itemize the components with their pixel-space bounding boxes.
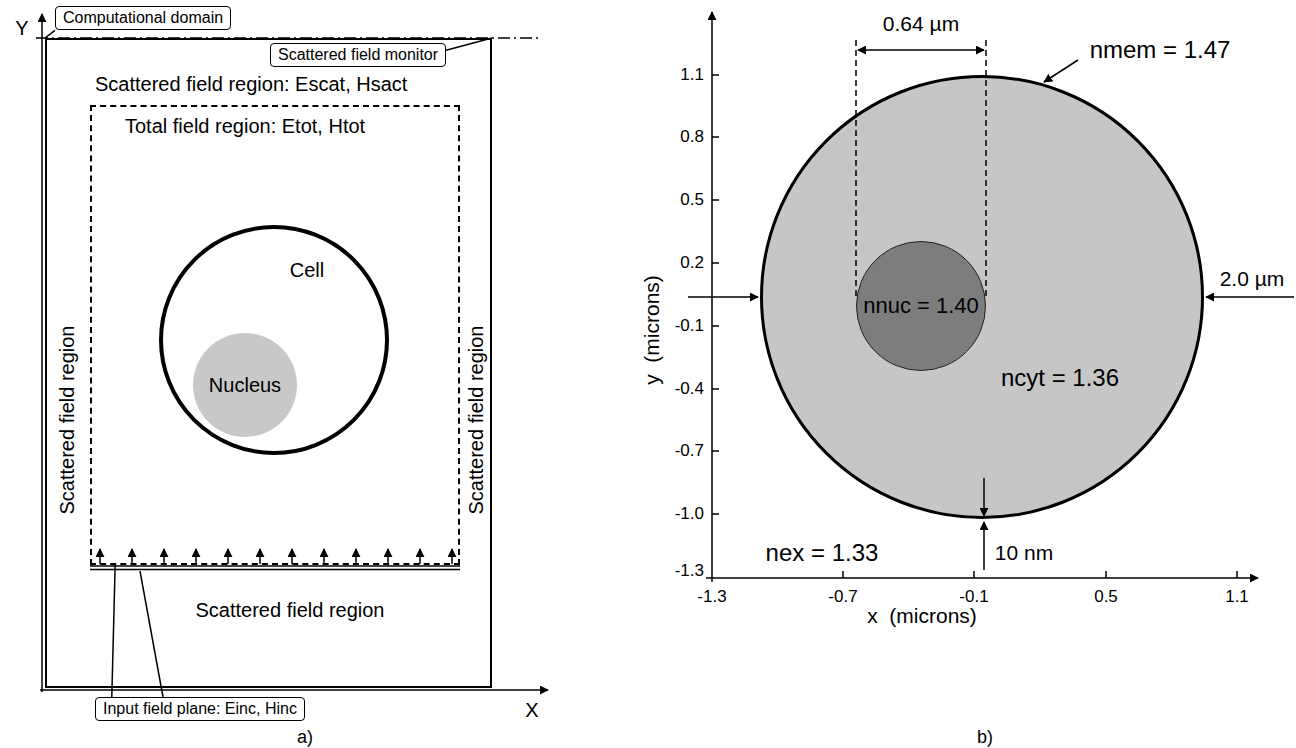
region-label: Scattered field region: Escat, Hsact: [95, 73, 407, 96]
index-label: ncyt = 1.36: [1001, 364, 1119, 392]
input-plane: [99, 549, 101, 564]
input-plane: [419, 549, 421, 564]
axis-b: [712, 325, 719, 327]
cell-circle: ncyt = 1.36 nnuc = 1.40: [760, 75, 1204, 519]
callout-text: Computational domain: [63, 9, 223, 27]
dimension-label: 2.0 µm: [1220, 267, 1285, 291]
axis-b: [712, 450, 719, 452]
axis-a: [41, 14, 43, 692]
callout-text: Input field plane: Einc, Hinc: [103, 700, 297, 718]
dimension-lines: [1044, 60, 1078, 82]
input-plane: [227, 549, 229, 564]
axis-a: [40, 14, 548, 692]
domain-box: Scattered field region: Escat, HsactScat…: [45, 38, 492, 688]
nucleus-circle-outline: [193, 333, 297, 437]
dimension-lines: [985, 40, 987, 300]
axis-b: [712, 388, 719, 390]
callout-box: Input field plane: Einc, Hinc: [95, 697, 305, 721]
axis-b: [706, 577, 1258, 579]
tick-label: 0.5: [1094, 587, 1118, 607]
axis-b: [712, 262, 719, 264]
tick-label: -0.1: [675, 316, 704, 336]
index-label: nnuc = 1.40: [863, 293, 979, 318]
monitor-line: [36, 37, 542, 39]
axis-b: [1236, 571, 1238, 578]
axis-title: y (microns): [640, 275, 664, 385]
callout-text: Scattered field monitor: [278, 46, 438, 64]
callout-box: Computational domain: [55, 6, 231, 30]
axis-label: X: [525, 699, 538, 722]
input-plane: [323, 549, 325, 564]
input-plane: [195, 549, 197, 564]
input-plane: [90, 565, 460, 567]
tick-label: -1.3: [675, 561, 704, 581]
dimension-lines: [688, 296, 758, 298]
tick-label: 0.5: [680, 190, 704, 210]
cell-circle-outline: [762, 77, 1203, 518]
cell-circle-outline: [161, 227, 387, 453]
dimension-label: 10 nm: [995, 541, 1053, 565]
input-plane: [140, 571, 163, 697]
leader-line: [112, 565, 115, 697]
axis-title: x (microns): [867, 604, 977, 628]
tick-label: 1.1: [680, 65, 704, 85]
dimension-lines: [1206, 296, 1294, 298]
tick-label: -1.3: [697, 587, 726, 607]
cell-circle: CellNucleus: [159, 225, 389, 455]
dimension-label: 0.64 µm: [883, 12, 959, 36]
input-plane: [259, 549, 261, 564]
input-plane: [163, 549, 165, 564]
region-label: Total field region: Etot, Htot: [125, 115, 365, 138]
dimension-lines: [855, 40, 857, 300]
dimension-lines: [688, 40, 1294, 570]
axis-b: [842, 571, 844, 578]
tick-label: 0.8: [680, 127, 704, 147]
nucleus-circle: nnuc = 1.40: [856, 241, 986, 371]
leader-line: [45, 30, 55, 38]
input-plane: [355, 549, 357, 564]
axis-b: [712, 513, 719, 515]
axis-b: [706, 12, 1258, 582]
region-label: Scattered field region: [56, 325, 79, 514]
nucleus-circle-outline: [857, 242, 986, 371]
axis-b: [712, 74, 719, 76]
tick-label: -1.0: [675, 504, 704, 524]
input-plane: [131, 549, 133, 564]
monitor-line: [36, 37, 542, 39]
callout-box: Scattered field monitor: [270, 43, 446, 67]
axis-a: [40, 689, 548, 691]
input-plane: [291, 549, 293, 564]
input-plane: [451, 549, 453, 564]
part-label: Cell: [290, 259, 324, 282]
index-label: nex = 1.33: [766, 539, 879, 567]
index-label: nmem = 1.47: [1090, 36, 1231, 64]
tick-label: -0.4: [675, 379, 704, 399]
dimension-lines: [983, 478, 985, 516]
region-box: Total field region: Etot, HtotCellNucleu…: [90, 105, 460, 565]
panel-label: b): [977, 727, 993, 748]
axis-label: Y: [15, 17, 28, 40]
region-label: Scattered field region: [195, 599, 384, 622]
axis-b: [712, 136, 719, 138]
input-plane: [90, 549, 460, 697]
part-label: Nucleus: [209, 374, 281, 397]
tick-label: -0.1: [959, 587, 988, 607]
tick-label: 1.1: [1225, 587, 1249, 607]
input-plane: [387, 549, 389, 564]
axis-b: [1105, 571, 1107, 578]
panel-label: a): [297, 727, 313, 748]
tick-label: -0.7: [828, 587, 857, 607]
tick-label: -0.7: [675, 441, 704, 461]
axis-b: [712, 199, 719, 201]
nucleus-circle: Nucleus: [193, 333, 297, 437]
dimension-lines: [858, 49, 984, 51]
input-plane: [90, 569, 460, 571]
tick-label: 0.2: [680, 253, 704, 273]
axis-b: [973, 571, 975, 578]
region-label: Scattered field region: [465, 325, 488, 514]
dimension-lines: [983, 522, 985, 570]
